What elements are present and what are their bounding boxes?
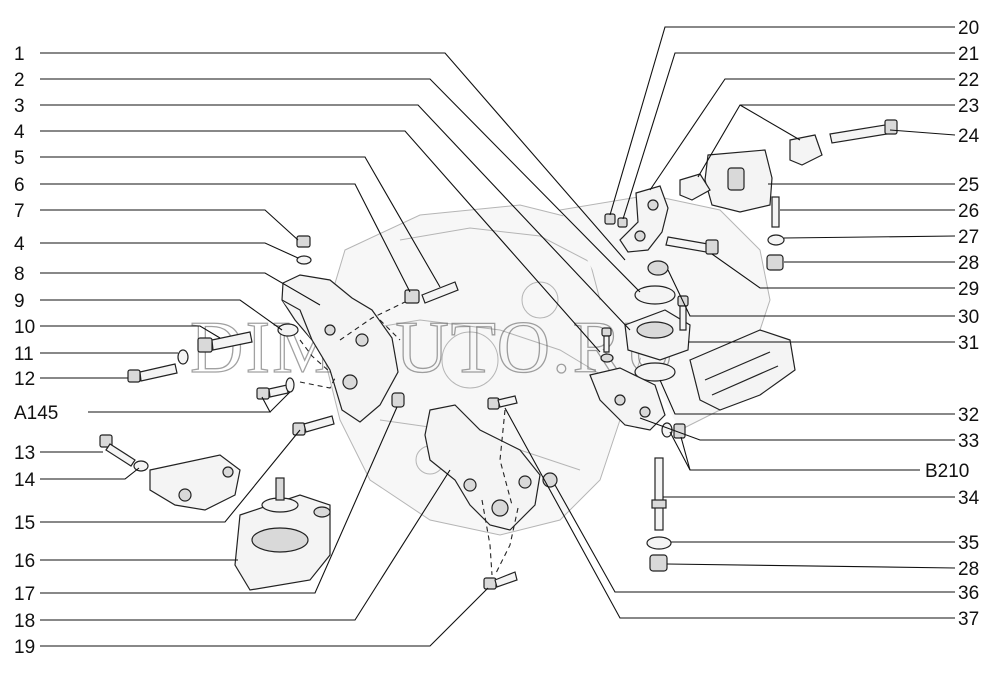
engine-mount-31 xyxy=(624,260,691,382)
washer-9 xyxy=(277,323,299,337)
callout-36: 36 xyxy=(958,583,979,604)
callout-10: 10 xyxy=(14,317,35,338)
engine-mount-16 xyxy=(234,477,331,591)
bushing-36 xyxy=(542,472,558,488)
callout-28: 28 xyxy=(958,253,979,274)
callout-16: 16 xyxy=(14,551,35,572)
nut-28-lower xyxy=(649,554,668,572)
callout-22: 22 xyxy=(958,70,979,91)
bolt-24 xyxy=(829,119,898,144)
callout-3: 3 xyxy=(14,96,25,117)
callout-30: 30 xyxy=(958,307,979,328)
callout-7: 7 xyxy=(14,201,25,222)
callout-8: 8 xyxy=(14,264,25,285)
callout-20: 20 xyxy=(958,18,979,39)
bolt-a145 xyxy=(256,377,295,400)
callout-12: 12 xyxy=(14,369,35,390)
bolt-15 xyxy=(292,415,335,436)
callout-4: 4 xyxy=(14,122,25,143)
callout-2: 2 xyxy=(14,70,25,91)
callout-a145: A145 xyxy=(14,403,58,424)
callout-14: 14 xyxy=(14,470,36,491)
bolt-10 xyxy=(197,331,253,353)
callout-6: 6 xyxy=(14,175,25,196)
callout-11: 11 xyxy=(14,344,34,365)
nut-20 xyxy=(604,213,616,225)
nut-7 xyxy=(296,235,311,248)
callout-26: 26 xyxy=(958,201,979,222)
stud-26 xyxy=(771,196,780,228)
callout-25: 25 xyxy=(958,175,979,196)
callout-37: 37 xyxy=(958,609,979,630)
heat-shield xyxy=(689,329,796,411)
bolt-37 xyxy=(487,395,518,410)
bracket-32 xyxy=(589,367,666,431)
rear-mount-bracket-18 xyxy=(424,404,541,531)
bolt-31 xyxy=(601,327,612,337)
callout-27: 27 xyxy=(958,227,979,248)
bolt-13 xyxy=(99,434,136,467)
engine-mount-25 xyxy=(679,134,823,213)
callout-23: 23 xyxy=(958,96,979,117)
bolt-31-shank xyxy=(603,335,610,353)
bolt-12 xyxy=(127,363,178,383)
washer-31 xyxy=(600,353,614,363)
callout-19: 19 xyxy=(14,637,35,658)
right-callout-labels: 20 21 22 23 24 25 26 27 28 29 30 31 32 3… xyxy=(925,18,980,630)
washer-14 xyxy=(133,460,149,472)
left-callout-labels: 1 2 3 4 5 6 7 4 8 9 10 11 12 A145 13 14 … xyxy=(14,44,58,658)
callout-29: 29 xyxy=(958,279,979,300)
callout-34: 34 xyxy=(958,488,980,509)
callout-13: 13 xyxy=(14,443,35,464)
callout-35: 35 xyxy=(958,533,979,554)
stud-34 xyxy=(651,457,667,531)
nut-21 xyxy=(617,217,628,228)
washer-35 xyxy=(646,536,672,550)
callout-32: 32 xyxy=(958,405,979,426)
callout-24: 24 xyxy=(958,126,980,147)
bracket-15 xyxy=(149,454,241,511)
callout-33: 33 xyxy=(958,431,979,452)
front-engine-bracket xyxy=(281,274,399,423)
callout-9: 9 xyxy=(14,291,25,312)
callout-1: 1 xyxy=(14,44,25,65)
bracket-22 xyxy=(619,185,669,253)
nut-6 xyxy=(404,289,420,304)
callout-15: 15 xyxy=(14,513,35,534)
callout-4b: 4 xyxy=(14,234,25,255)
washer-33 xyxy=(661,422,673,438)
callout-21: 21 xyxy=(958,44,979,65)
callout-28b: 28 xyxy=(958,559,979,580)
leader-lines-right xyxy=(504,26,956,619)
washer-11 xyxy=(177,349,189,365)
nut-28-upper xyxy=(766,254,784,271)
callout-17: 17 xyxy=(14,584,35,605)
stud-5 xyxy=(421,281,459,304)
spacer-17 xyxy=(391,392,405,408)
callout-31: 31 xyxy=(958,333,979,354)
callout-18: 18 xyxy=(14,611,35,632)
bolt-19 xyxy=(483,571,518,590)
leader-lines-left xyxy=(40,52,641,647)
washer-4 xyxy=(296,255,312,265)
assembly-dashed-lines xyxy=(299,301,519,576)
washer-27 xyxy=(767,234,785,246)
bolt-30-shank xyxy=(679,305,687,331)
callout-5: 5 xyxy=(14,148,25,169)
callout-b210: B210 xyxy=(925,461,969,482)
